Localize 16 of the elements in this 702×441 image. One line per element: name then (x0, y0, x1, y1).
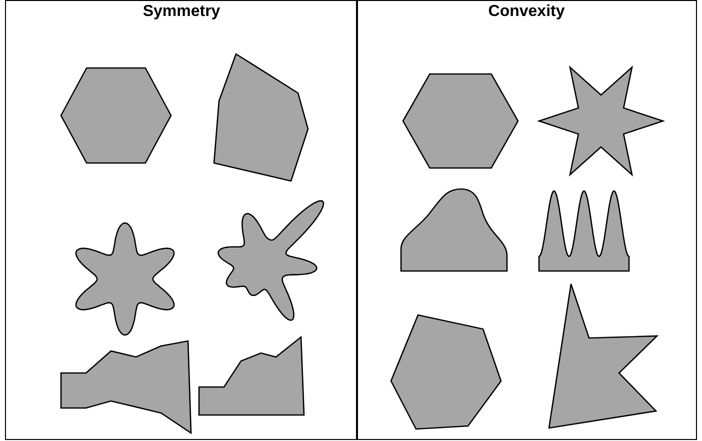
panel (356, 0, 697, 440)
panel-title: Symmetry (142, 3, 222, 21)
blob-shape (400, 188, 508, 272)
hexagon-shape (402, 73, 519, 169)
blob-shape (218, 200, 324, 321)
star-shape (536, 66, 666, 176)
panel-title: Convexity (487, 3, 566, 21)
polygon-shape (548, 283, 659, 429)
polygon-shape (213, 53, 309, 182)
polygon-shape (390, 314, 502, 430)
polygon-shape (60, 340, 192, 434)
wave-shape (538, 190, 630, 272)
panel (5, 0, 358, 440)
hexagon-shape (60, 67, 172, 164)
blob-shape (75, 222, 175, 336)
polygon-shape (198, 336, 305, 416)
